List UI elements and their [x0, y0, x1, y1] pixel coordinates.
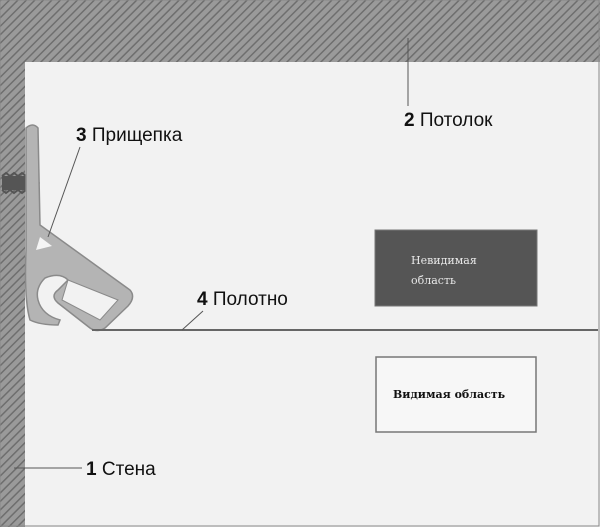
invisible-area-line2: область [411, 274, 456, 287]
visible-area-box [375, 356, 537, 433]
clip-leader [47, 146, 81, 238]
clip-label: 3 Прищепка [76, 125, 183, 146]
clip-icon [24, 124, 134, 332]
invisible-area-line1: Невидимая [411, 254, 477, 267]
wall-label: 1 Стена [86, 459, 156, 480]
fabric-leader [181, 310, 204, 331]
visible-area-label: Видимая область [393, 388, 506, 401]
fabric-label: 4 Полотно [197, 289, 288, 310]
invisible-area-box [374, 229, 538, 307]
ceiling-hatch [0, 0, 600, 62]
wall-hatch [0, 0, 25, 527]
ceiling-label: 2 Потолок [404, 110, 493, 131]
